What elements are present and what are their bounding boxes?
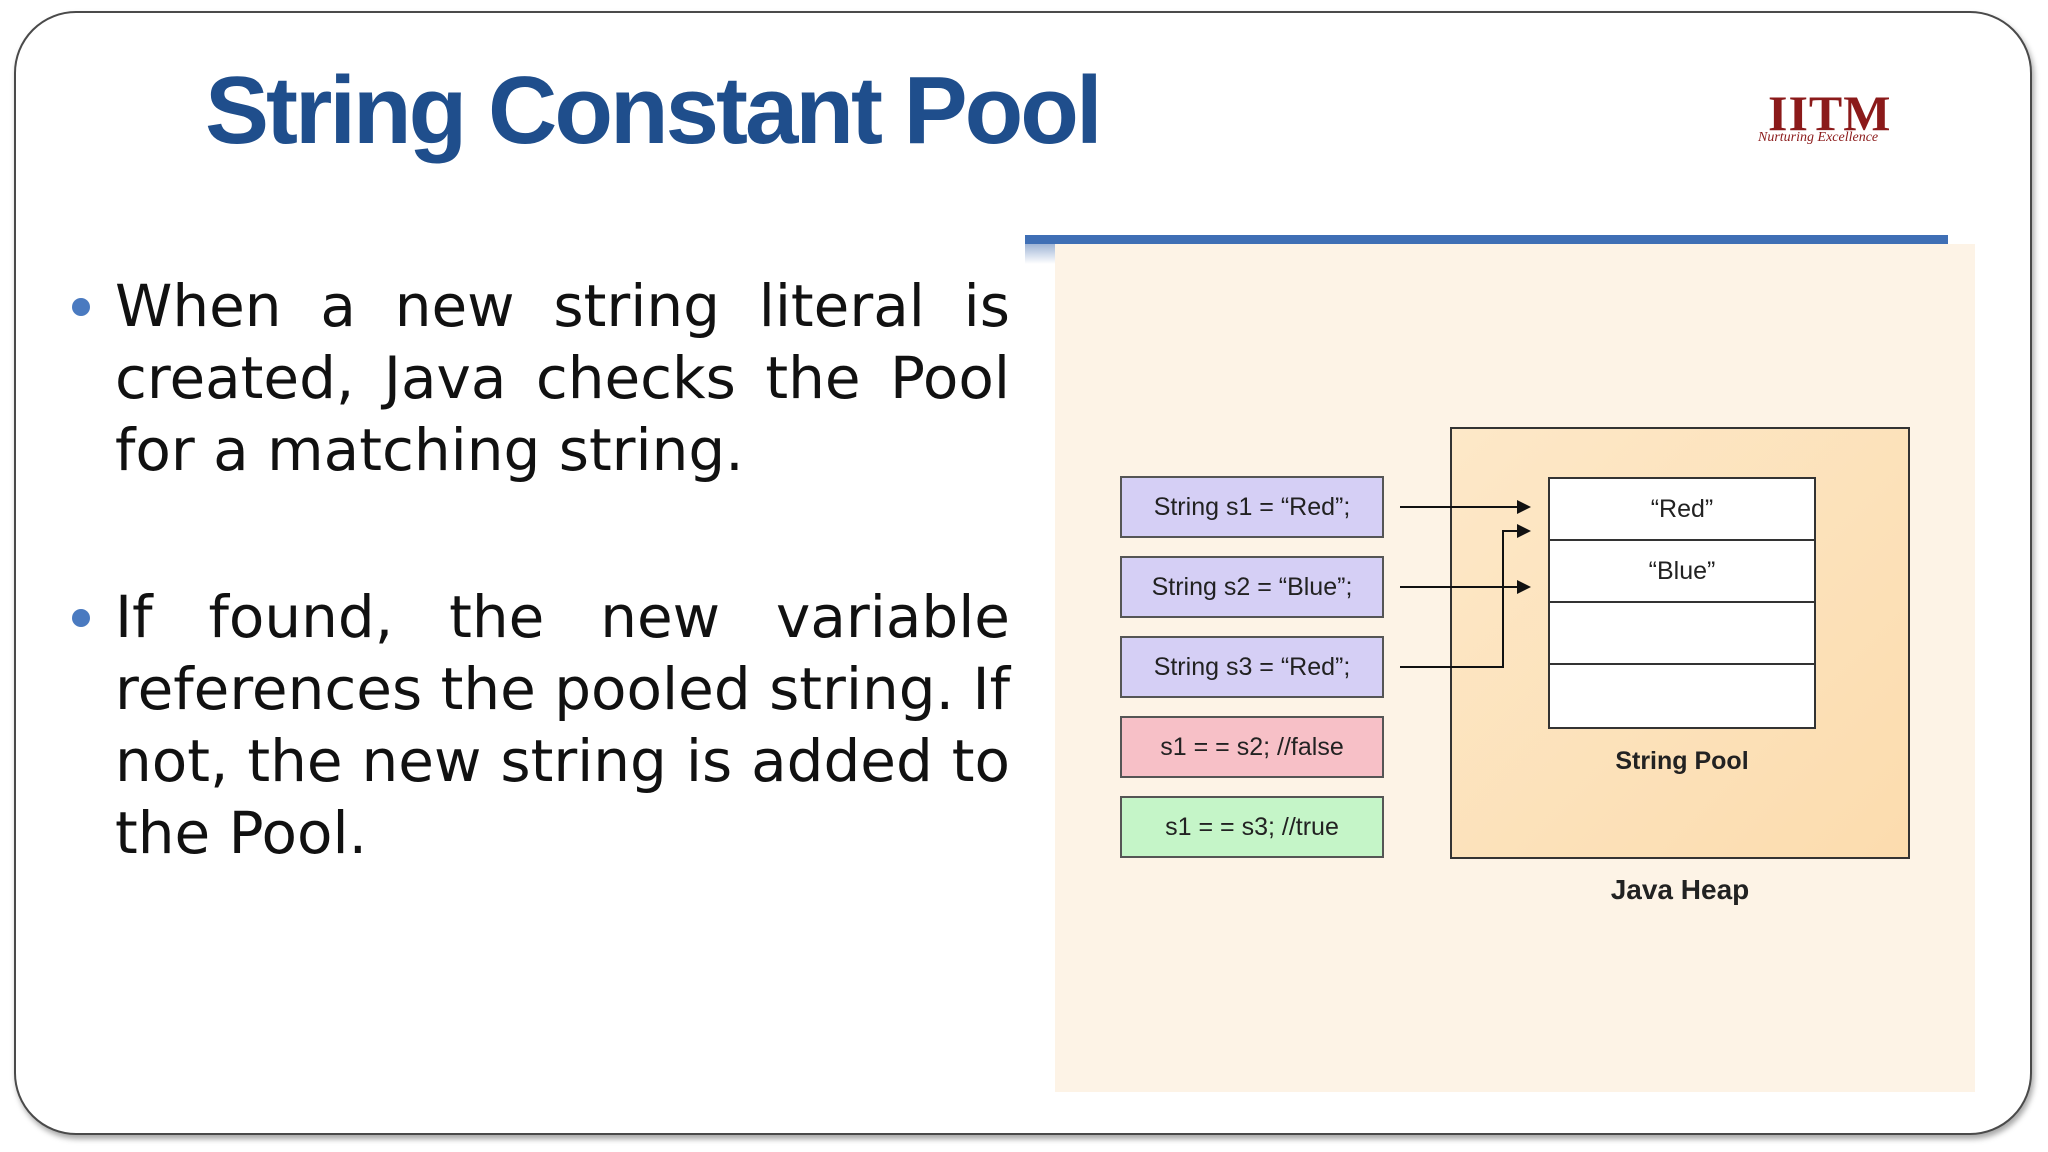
iitm-logo: IITM Nurturing Excellence (1758, 88, 1933, 148)
pool-cell-empty (1550, 603, 1814, 665)
pool-cell-red: “Red” (1550, 479, 1814, 541)
code-line-s1: String s1 = “Red”; (1120, 476, 1384, 538)
slide-title: String Constant Pool (205, 57, 1103, 164)
bullet-list: When a new string literal is created, Ja… (70, 270, 1010, 964)
arrowhead-icon (1517, 500, 1531, 514)
java-heap-box: “Red” “Blue” String Pool (1450, 427, 1910, 859)
string-pool-table: “Red” “Blue” (1548, 477, 1816, 729)
bullet-item: If found, the new variable references th… (70, 581, 1010, 869)
string-pool-label: String Pool (1615, 747, 1749, 775)
pool-cell-blue: “Blue” (1550, 541, 1814, 603)
code-line-compare-false: s1 = = s2; //false (1120, 716, 1384, 778)
bullet-dot-icon (72, 298, 90, 316)
bullet-item: When a new string literal is created, Ja… (70, 270, 1010, 486)
logo-tagline: Nurturing Excellence (1758, 130, 1879, 145)
code-line-s2: String s2 = “Blue”; (1120, 556, 1384, 618)
code-line-compare-true: s1 = = s3; //true (1120, 796, 1384, 858)
bullet-text: When a new string literal is created, Ja… (115, 272, 1010, 484)
arrowhead-icon (1517, 580, 1531, 594)
accent-bar-shadow (1025, 244, 1055, 264)
arrow-s3-to-red (1400, 530, 1525, 668)
accent-bar (1025, 235, 1948, 244)
bullet-dot-icon (72, 609, 90, 627)
string-pool-diagram: String s1 = “Red”; String s2 = “Blue”; S… (1055, 244, 1975, 1092)
reference-arrows (1400, 500, 1531, 668)
arrowhead-icon (1517, 524, 1531, 538)
logo-text: IITM (1768, 85, 1892, 141)
java-heap-label: Java Heap (1610, 874, 1750, 905)
code-line-s3: String s3 = “Red”; (1120, 636, 1384, 698)
bullet-text: If found, the new variable references th… (115, 583, 1010, 867)
